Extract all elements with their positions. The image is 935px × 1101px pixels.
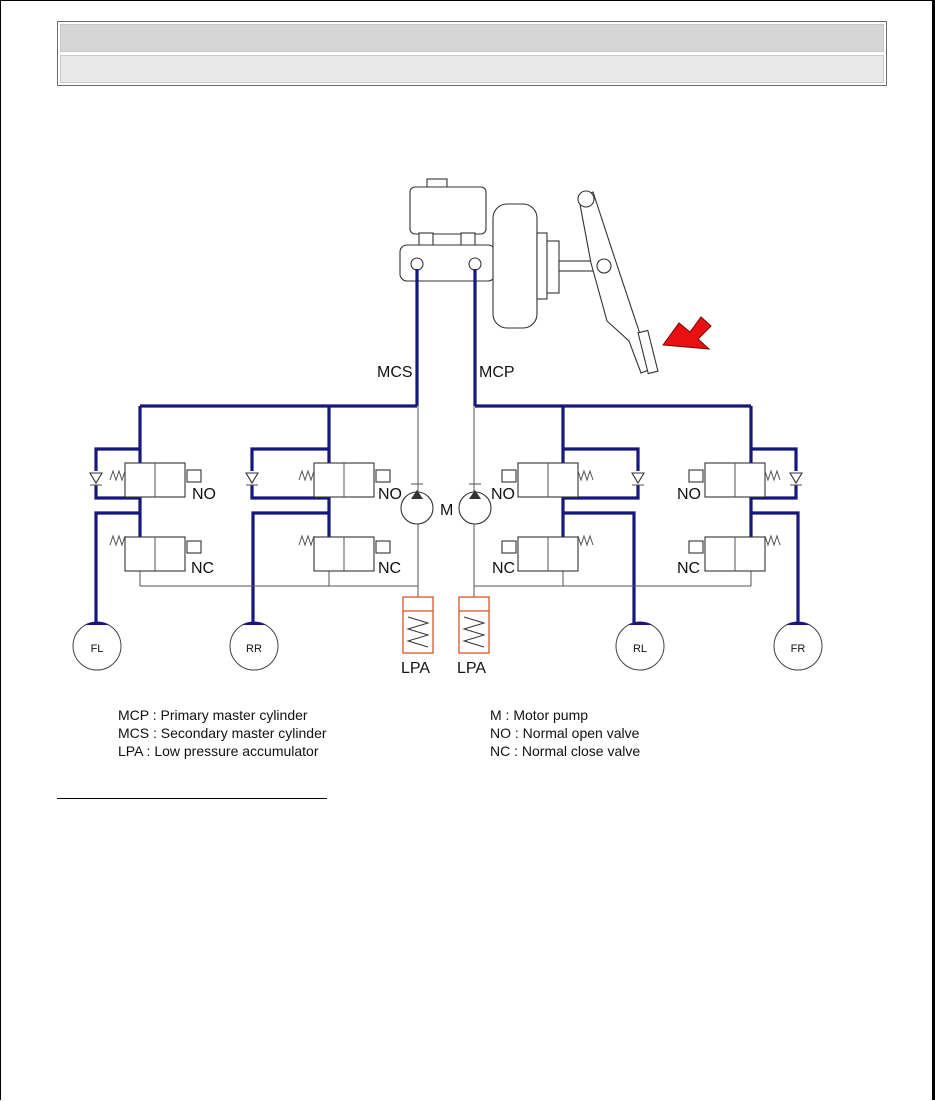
no-label-rr: NO [378, 486, 402, 503]
nc-label-fl: NC [191, 560, 214, 577]
booster-ring-1 [536, 232, 548, 300]
no-label-fr: NO [677, 486, 701, 503]
footer-rule [57, 798, 327, 799]
wheel-fr-label: FR [791, 643, 806, 655]
legend-right-1: M : Motor pump [490, 707, 588, 723]
nc-label-fr: NC [677, 560, 700, 577]
no-valve-rl [501, 462, 594, 498]
lpa-right [458, 596, 490, 654]
no-label-rl: NO [491, 486, 515, 503]
wheel-fl: FL [72, 621, 122, 671]
lpa-label-left: LPA [401, 660, 430, 677]
brake-fluid-reservoir [409, 186, 487, 235]
wheel-fr: FR [773, 621, 823, 671]
wheel-rl: RL [615, 621, 665, 671]
mcs-label: MCS [377, 364, 413, 381]
legend-left-3: LPA : Low pressure accumulator [118, 743, 319, 759]
nc-label-rr: NC [378, 560, 401, 577]
motor-pump-right [458, 483, 492, 525]
legend-left-2: MCS : Secondary master cylinder [118, 725, 327, 741]
no-valve-fl [109, 462, 202, 498]
header-bar-top [60, 24, 884, 52]
master-cylinder-assembly [399, 178, 712, 375]
nc-valve-fl [109, 534, 202, 572]
nc-valve-rl [501, 534, 594, 572]
pedal-force-arrow [662, 316, 712, 350]
brake-pedal-arm [578, 191, 652, 374]
pedal-pad [637, 329, 659, 375]
wheel-rl-label: RL [633, 643, 647, 655]
wheel-rr: RR [229, 621, 279, 671]
nc-valve-fr [688, 534, 781, 572]
brake-lines [94, 269, 800, 623]
motor-pump-left [400, 483, 434, 525]
check-valves [89, 472, 803, 486]
pedal-pivot [577, 190, 595, 208]
wheel-rr-label: RR [246, 643, 262, 655]
lpa-label-right: LPA [457, 660, 486, 677]
no-label-fl: NO [192, 486, 216, 503]
booster-ring-2 [546, 240, 560, 294]
legend-right-2: NO : Normal open valve [490, 725, 640, 741]
header-box [57, 21, 887, 86]
legend: MCP : Primary master cylinder MCS : Seco… [118, 707, 640, 759]
nc-valve-rr [298, 534, 391, 572]
header-bar-bottom [60, 55, 884, 83]
motor-label: M [440, 502, 453, 519]
nc-label-rl: NC [492, 560, 515, 577]
brake-booster [492, 203, 538, 329]
no-valve-fr [688, 462, 781, 498]
wheel-fl-label: FL [91, 643, 104, 655]
no-valve-rr [298, 462, 391, 498]
lpa-left [402, 596, 434, 654]
pedal-joint [596, 258, 612, 274]
port-primary [468, 257, 482, 271]
legend-right-3: NC : Normal close valve [490, 743, 640, 759]
port-secondary [410, 257, 424, 271]
mcp-label: MCP [479, 364, 515, 381]
legend-left-1: MCP : Primary master cylinder [118, 707, 308, 723]
